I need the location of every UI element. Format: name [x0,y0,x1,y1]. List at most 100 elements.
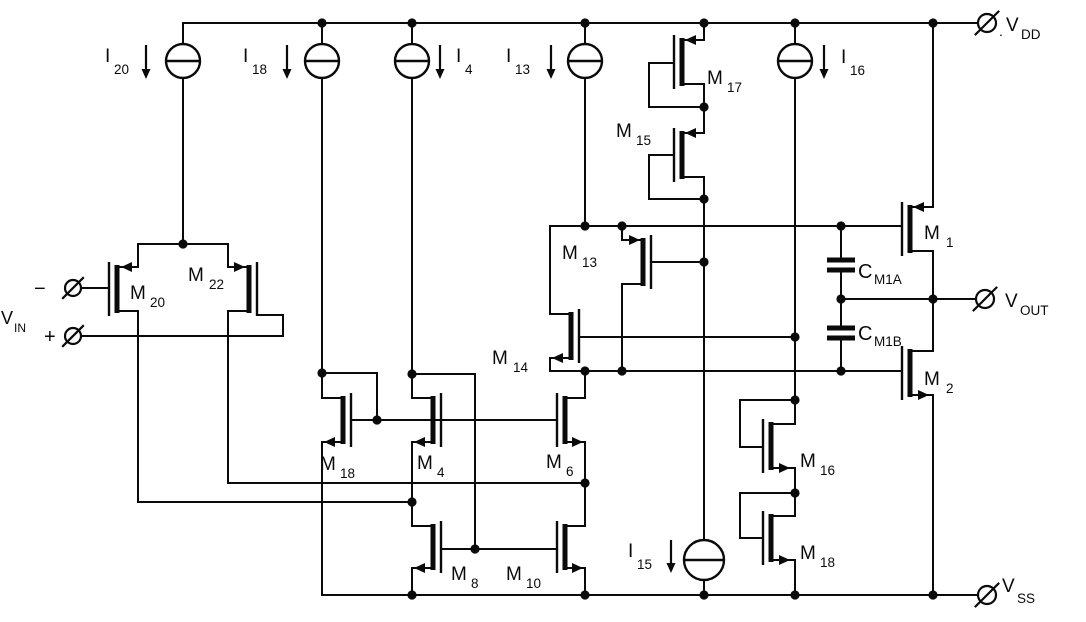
wire-m22-source [227,243,248,268]
minus-label: − [34,278,46,300]
wire-m1-drain [909,250,934,300]
M20-label-sub: 20 [150,295,165,310]
junction-dot [617,221,627,231]
M2-arrow-icon [918,390,929,400]
wire-m2-source [909,394,934,596]
vdd-terminal-label-sub: DD [1021,27,1041,42]
junction-dot [317,18,327,28]
vin-minus-terminal-icon [63,278,83,298]
M20-label: M [130,283,146,304]
M1-arrow-icon [913,202,924,212]
junction-dot [580,18,590,28]
wire-m2-drain [909,298,934,352]
M14-arrow-icon [552,353,563,363]
M20-arrow-icon [121,262,132,272]
M17-label: M [707,68,723,89]
I15-label-sub: 15 [637,557,652,572]
M2-label: M [924,369,940,390]
M16-label: M [800,451,816,472]
wire-m20-drain [118,310,413,503]
M16-arrow-icon [779,463,790,473]
wire-m13-drain [621,283,644,372]
junction-dot [580,221,590,231]
M1-label-sub: 1 [946,235,954,250]
M8-label: M [451,564,467,585]
vout-terminal-label: V [1005,291,1018,312]
vout-terminal-label-sub: OUT [1020,303,1049,318]
C_M1B-label-sub: M1B [874,334,902,349]
wire-m15-source [681,106,705,134]
M13-arrow-icon [629,235,640,245]
M17-label-sub: 17 [727,80,742,95]
wire-m14-drain [549,225,572,315]
wire-m22-drain [227,310,586,484]
junction-dot [836,221,846,231]
junction-dot [790,395,800,405]
junction-dot [372,415,382,425]
vin-label: V [1,308,13,328]
wire-m15-drain [681,176,705,200]
M4-label: M [417,453,433,474]
M18-arrow-icon [324,437,335,447]
wire-m4-diode-link [411,373,476,550]
vss-terminal-label: V [1002,576,1015,597]
junction-dot [580,590,590,600]
I16-label-sub: 16 [850,63,865,78]
wire-m16-source [770,467,796,494]
M13-label-sub: 13 [582,255,597,270]
I20-arrow-icon [141,69,151,79]
M22-arrow-icon [234,262,245,272]
wire-m16-gate-loop [739,399,796,448]
wire-m18-source [321,441,344,596]
I18-arrow-icon [282,69,292,79]
wire-m4-drain [411,373,434,399]
junction-dot [699,257,709,267]
wire-m1-source [909,22,934,208]
wire-m17-gate-loop [648,62,705,108]
wire-m20-source [118,243,139,268]
M4-label-sub: 4 [437,465,445,480]
M22-label-sub: 22 [209,277,224,292]
junction-dot [790,18,800,28]
C_M1A-label-sub: M1A [874,272,902,287]
M6-label: M [546,452,562,473]
wire-m18b-gate-loop [739,492,796,539]
junction-dot [407,497,417,507]
M8-label-sub: 8 [471,576,479,591]
M14-label-sub: 14 [513,360,529,375]
junction-dot [407,369,417,379]
junction-dot [580,478,590,488]
junction-dot [790,332,800,342]
M18b-label-sub: 18 [820,555,835,570]
wire-m18-drain [321,372,344,399]
vdd-terminal-slash-icon [974,10,1000,36]
M10-label-sub: 10 [526,576,541,591]
M15-arrow-icon [685,128,696,138]
wire-m15-gate-loop [648,154,705,200]
junction-dot [617,366,627,376]
vdd-terminal-label: V [1006,15,1019,36]
M18b-arrow-icon [779,555,790,565]
M17-arrow-icon [685,35,696,45]
I20-label: I [105,46,110,67]
wire-m14-source [549,357,572,372]
vout-terminal-slash-icon [972,286,998,312]
wire-m6-drain [564,370,586,399]
I4-label: I [456,46,461,67]
M10-label: M [506,564,522,585]
M6-label-sub: 6 [566,464,574,479]
I4-label-sub: 4 [465,62,473,77]
junction-dot [790,488,800,498]
C_M1B-label: C [858,323,872,345]
junction-dot [699,18,709,28]
wire-m18b-source [770,559,796,596]
vdd-terminal-icon [976,12,998,34]
M6-arrow-icon [572,437,583,447]
junction-dot [928,18,938,28]
M13-label: M [562,243,578,264]
junction-dot [699,194,709,204]
vin-minus-terminal-slash-icon [61,276,85,300]
I20-label-sub: 20 [114,62,129,77]
